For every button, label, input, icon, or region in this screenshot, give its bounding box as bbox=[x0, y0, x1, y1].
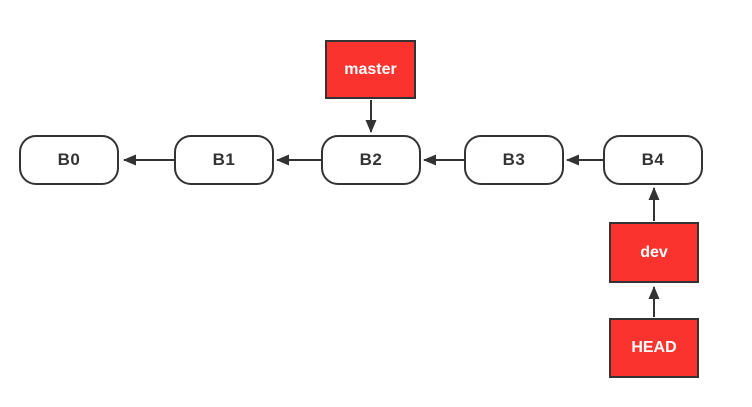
commit-node-b2[interactable]: B2 bbox=[321, 135, 421, 185]
head-label-text: HEAD bbox=[631, 339, 677, 356]
head-pointer-label[interactable]: HEAD bbox=[609, 318, 699, 378]
commit-node-b0[interactable]: B0 bbox=[19, 135, 119, 185]
branch-label-text: master bbox=[344, 60, 397, 78]
branch-label-dev[interactable]: dev bbox=[609, 222, 699, 283]
commit-label: B0 bbox=[57, 150, 81, 169]
commit-node-b1[interactable]: B1 bbox=[174, 135, 274, 185]
commit-node-b4[interactable]: B4 bbox=[603, 135, 703, 185]
commit-label: B2 bbox=[359, 150, 383, 169]
branch-label-master[interactable]: master bbox=[325, 40, 416, 99]
branch-label-text: dev bbox=[640, 243, 668, 261]
commit-label: B3 bbox=[502, 150, 526, 169]
commit-label: B1 bbox=[212, 150, 236, 169]
commit-node-b3[interactable]: B3 bbox=[464, 135, 564, 185]
commit-label: B4 bbox=[641, 150, 665, 169]
